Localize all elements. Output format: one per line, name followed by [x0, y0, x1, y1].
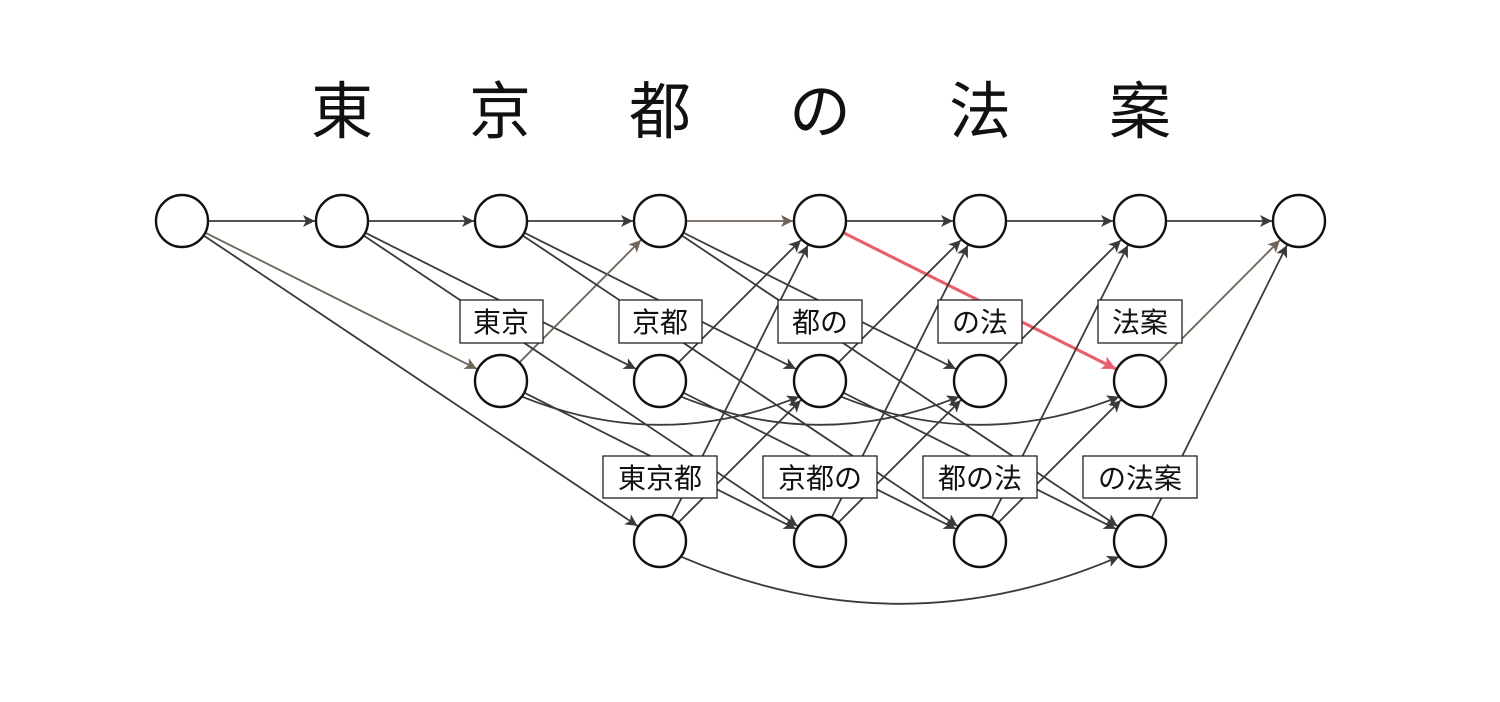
bigram-label-box [1097, 299, 1183, 344]
lattice-node [154, 193, 210, 249]
title-char: 東 [311, 75, 373, 148]
lattice-node [632, 353, 688, 409]
edge-arrow [677, 399, 802, 524]
title-char: 法 [949, 75, 1011, 148]
bigram-label: 京都 [632, 306, 688, 339]
title-char: 京 [469, 75, 531, 148]
lattice-node [473, 353, 529, 409]
bigram-label-box [618, 299, 703, 344]
trigram-label: の法案 [1098, 462, 1182, 495]
lattice-node [1112, 513, 1168, 569]
lattice-node [792, 353, 848, 409]
bigram-label-box [937, 299, 1023, 344]
lattice-node [792, 513, 848, 569]
edge-arrow [997, 399, 1122, 524]
trigram-label-box [762, 455, 878, 499]
edge-arrow [203, 234, 639, 527]
bigram-label: 法案 [1112, 306, 1168, 339]
lattice-nodes [154, 193, 1327, 569]
trigram-label-box [1082, 455, 1198, 499]
title-char: 案 [1109, 75, 1171, 148]
title-characters: 東 京 都 の 法 案 [311, 75, 1171, 148]
bigram-labels: 東京 京都 都の の法 法案 [459, 299, 1183, 344]
lattice-node [952, 193, 1008, 249]
edge-arrow [680, 555, 1120, 605]
title-char: の [789, 75, 851, 148]
trigram-label: 東京都 [618, 462, 702, 495]
lattice-node [1271, 193, 1327, 249]
bigram-label: 東京 [473, 306, 529, 339]
lattice-node [792, 193, 848, 249]
bigram-label: 都の [792, 306, 848, 339]
lattice-node [314, 193, 370, 249]
lattice-node [1112, 193, 1168, 249]
lattice-node [473, 193, 529, 249]
lattice-node [952, 513, 1008, 569]
bigram-label: の法 [952, 306, 1008, 339]
lattice-node [952, 353, 1008, 409]
trigram-label: 京都の [778, 462, 862, 495]
trigram-label: 都の法 [938, 462, 1022, 495]
edge-arrow [204, 231, 478, 370]
trigram-labels: 東京都 京都の 都の法 の法案 [602, 455, 1198, 499]
trigram-label-box [602, 455, 718, 499]
lattice-node [1112, 353, 1168, 409]
trigram-label-box [922, 455, 1038, 499]
bigram-label-box [777, 299, 863, 344]
lattice-node [632, 193, 688, 249]
edge-arrow [837, 399, 962, 524]
edge-arrow [363, 234, 799, 527]
lattice-node [632, 513, 688, 569]
title-char: 都 [629, 75, 691, 148]
bigram-label-box [459, 299, 544, 344]
